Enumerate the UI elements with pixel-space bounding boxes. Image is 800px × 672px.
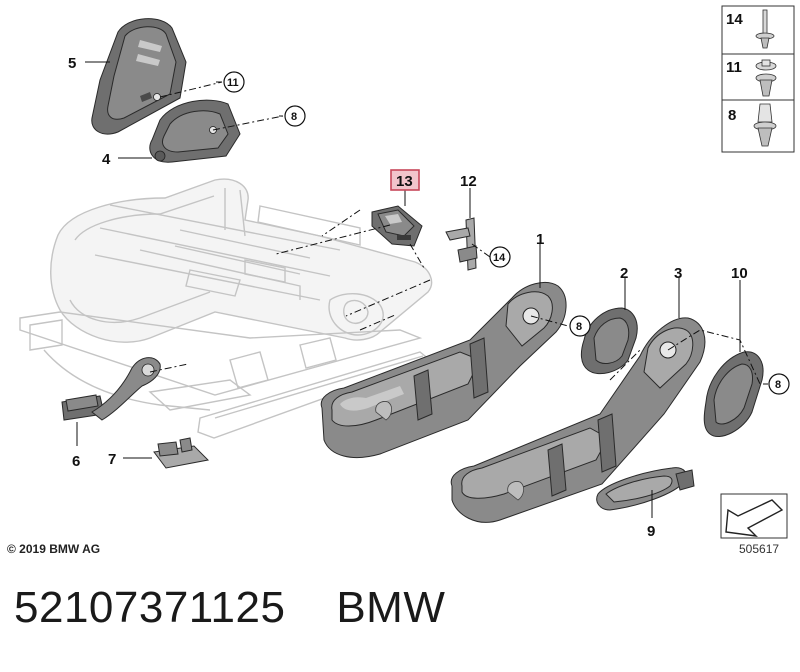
callout-3: 3 [674,265,682,282]
callout-12: 12 [460,173,477,190]
leader-lines [76,61,768,518]
callout-13: 13 [396,173,413,190]
part-12-bracket [445,217,478,271]
callout-10: 10 [731,265,748,282]
circled-references: 11 8 14 8 8 [223,71,790,395]
fastener-legend: 14 11 8 [721,5,795,153]
brand-name: BMW [336,583,446,632]
expanding-rivet-icon [755,59,777,97]
callout-13-highlight [390,169,420,191]
copyright-text: © 2019 BMW AG [7,542,101,556]
callout-4: 4 [102,151,111,168]
callout-5: 5 [68,55,76,72]
callout-7: 7 [108,451,116,468]
part-5-upper-trim [91,18,187,135]
pin-clip-icon [755,9,775,49]
part-number-caption: 52107371125 BMW [14,583,445,633]
part-4-lower-bracket [149,99,241,163]
callout-2: 2 [620,265,628,282]
legend-label-8: 8 [728,107,736,124]
part-13-module [371,205,423,247]
part-9-switch [596,467,695,511]
part-10-cover [703,351,764,437]
part-1-outer-trim [320,282,567,458]
part-2-knob-cover [580,307,638,375]
direction-arrow-icon [725,499,784,537]
drawing-number: 505617 [739,542,780,556]
assembly-lines [149,81,761,385]
ref-8-right: 8 [775,379,781,391]
ref-8-mid: 8 [576,321,582,333]
part-7-clip [153,437,210,469]
part-3-inner-trim [450,317,706,523]
ref-8-upper: 8 [291,111,297,123]
part-6-lever [61,357,161,421]
push-clip-icon [753,103,777,147]
part-number: 52107371125 [14,583,286,632]
callout-1: 1 [536,231,544,248]
orientation-arrow-box [720,493,788,539]
callout-labels: 5 4 13 12 1 2 3 10 6 7 9 [68,55,748,540]
ref-11: 11 [227,77,239,89]
seat-frame-ghost [19,178,433,439]
legend-label-11: 11 [726,59,742,76]
callout-6: 6 [72,453,80,470]
legend-label-14: 14 [726,11,743,28]
ref-14: 14 [493,252,506,264]
callout-9: 9 [647,523,655,540]
